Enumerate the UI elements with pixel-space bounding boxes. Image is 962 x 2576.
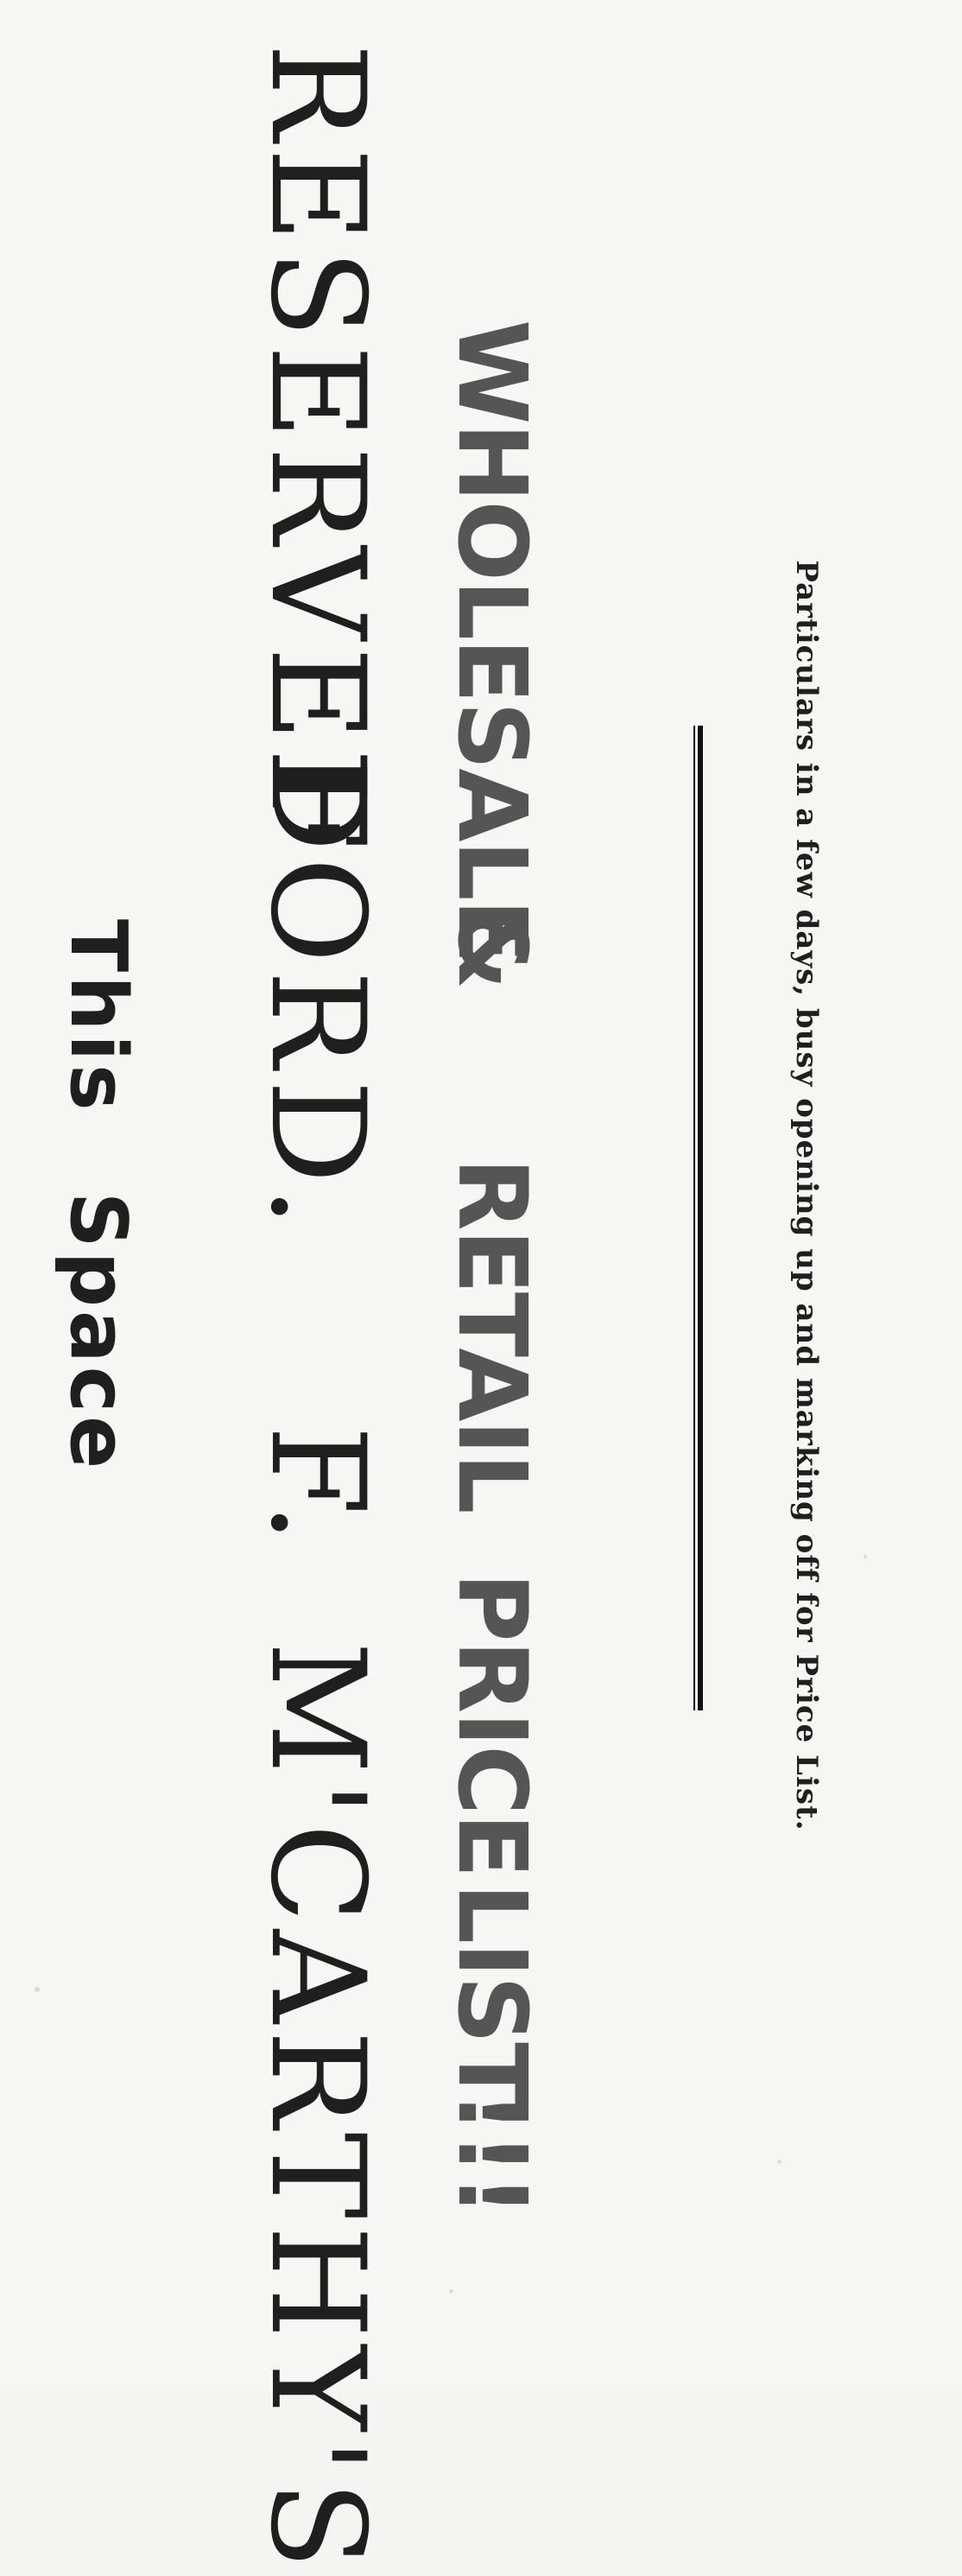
newspaper-page: This Space RESERVED FOR D. F. M'CARTHY'S… xyxy=(35,0,867,2576)
word-price: PRICE xyxy=(437,1572,547,1877)
double-rule-divider xyxy=(693,726,703,1710)
exclamation-marks: !!! xyxy=(437,2091,547,2216)
print-speck xyxy=(777,2160,782,2164)
heading-word-space: Space xyxy=(53,1191,144,1473)
print-speck xyxy=(864,1555,867,1558)
this-space-heading: This Space xyxy=(38,0,159,2391)
footer-note: Particulars in a few days, busy opening … xyxy=(789,560,824,1831)
heading-word-this: This xyxy=(53,918,144,1114)
advertisement: This Space RESERVED FOR D. F. M'CARTHY'S… xyxy=(38,0,825,2576)
word-f: F. xyxy=(242,1425,392,1551)
word-reserved: RESERVED xyxy=(242,43,392,860)
print-speck xyxy=(35,1987,40,1992)
price-list-line: WHOLESALE & RETAIL PRICE LIST !!! xyxy=(418,0,565,2391)
word-wholesale: WHOLESALE xyxy=(437,320,547,962)
print-speck xyxy=(449,2289,453,2294)
word-for: FOR xyxy=(242,760,392,1075)
word-retail: RETAIL xyxy=(437,1158,547,1513)
word-ampersand: & xyxy=(437,907,547,988)
reserved-line: RESERVED FOR D. F. M'CARTHY'S xyxy=(228,0,401,2576)
word-d: D. xyxy=(242,1080,392,1234)
word-list: LIST xyxy=(437,1883,547,2106)
word-mccarthys: M'CARTHY'S xyxy=(242,1641,392,2576)
